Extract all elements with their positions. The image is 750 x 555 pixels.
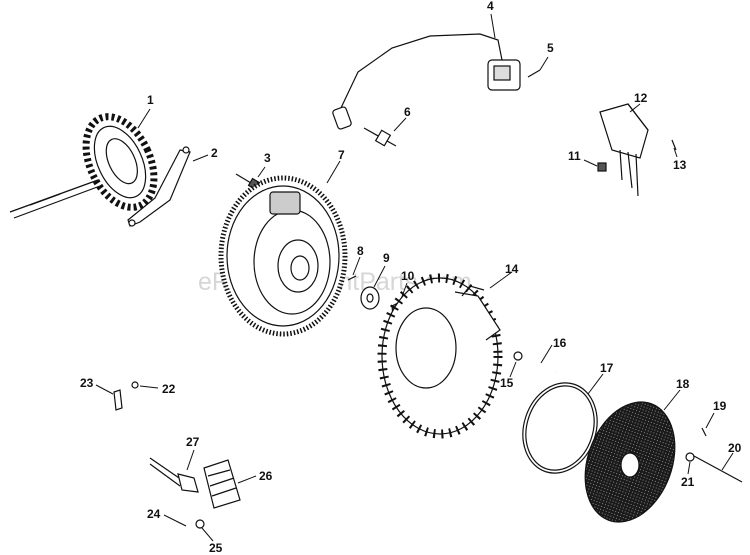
callout-13: 13 <box>673 158 687 172</box>
part-screw-5[interactable] <box>527 69 541 78</box>
part-washer-15[interactable] <box>513 351 523 361</box>
callout-17: 17 <box>600 361 614 375</box>
callout-1: 1 <box>147 93 154 107</box>
part-connector[interactable] <box>149 457 199 493</box>
part-screw-22[interactable] <box>131 381 139 389</box>
callout-26: 26 <box>259 469 273 483</box>
part-stator[interactable] <box>9 106 167 219</box>
part-rectifier-regulator[interactable] <box>599 103 649 197</box>
callout-6: 6 <box>404 105 411 119</box>
part-spark-plug[interactable] <box>363 127 397 147</box>
part-flywheel[interactable] <box>218 175 348 337</box>
part-key[interactable] <box>347 275 357 281</box>
part-screw-13[interactable] <box>671 139 677 151</box>
callout-5: 5 <box>547 41 554 55</box>
part-fan[interactable] <box>377 273 503 439</box>
callout-14: 14 <box>505 262 519 276</box>
callout-20: 20 <box>728 441 742 455</box>
callout-3: 3 <box>264 151 271 165</box>
callout-25: 25 <box>209 541 223 555</box>
callout-18: 18 <box>676 377 690 391</box>
callout-24: 24 <box>147 507 161 521</box>
callout-4: 4 <box>487 0 494 13</box>
callout-19: 19 <box>713 399 727 413</box>
part-spacer[interactable] <box>523 355 557 373</box>
part-grass-screen[interactable] <box>569 389 690 534</box>
part-screw-20[interactable] <box>693 455 743 483</box>
part-clip[interactable] <box>113 389 123 411</box>
callout-2: 2 <box>211 146 218 160</box>
part-stator-bracket[interactable] <box>127 146 191 227</box>
part-washer-21[interactable] <box>685 452 695 462</box>
part-washer-9[interactable] <box>360 286 380 310</box>
callout-15: 15 <box>500 376 514 390</box>
callout-22: 22 <box>162 382 176 396</box>
callout-8: 8 <box>357 244 364 258</box>
callout-27: 27 <box>186 435 200 449</box>
part-screw-19[interactable] <box>701 427 707 437</box>
part-ignition-module[interactable] <box>332 33 521 130</box>
part-washer-25[interactable] <box>195 519 205 529</box>
callout-21: 21 <box>681 475 695 489</box>
callout-9: 9 <box>383 251 390 265</box>
callout-10: 10 <box>401 269 415 283</box>
callout-7: 7 <box>338 148 345 162</box>
part-screw-11[interactable] <box>597 162 607 172</box>
callout-12: 12 <box>634 91 648 105</box>
part-regulator[interactable] <box>203 459 241 509</box>
callout-16: 16 <box>553 336 567 350</box>
callout-11: 11 <box>568 149 581 163</box>
part-screw-24[interactable] <box>175 520 187 527</box>
callout-23: 23 <box>80 376 94 390</box>
